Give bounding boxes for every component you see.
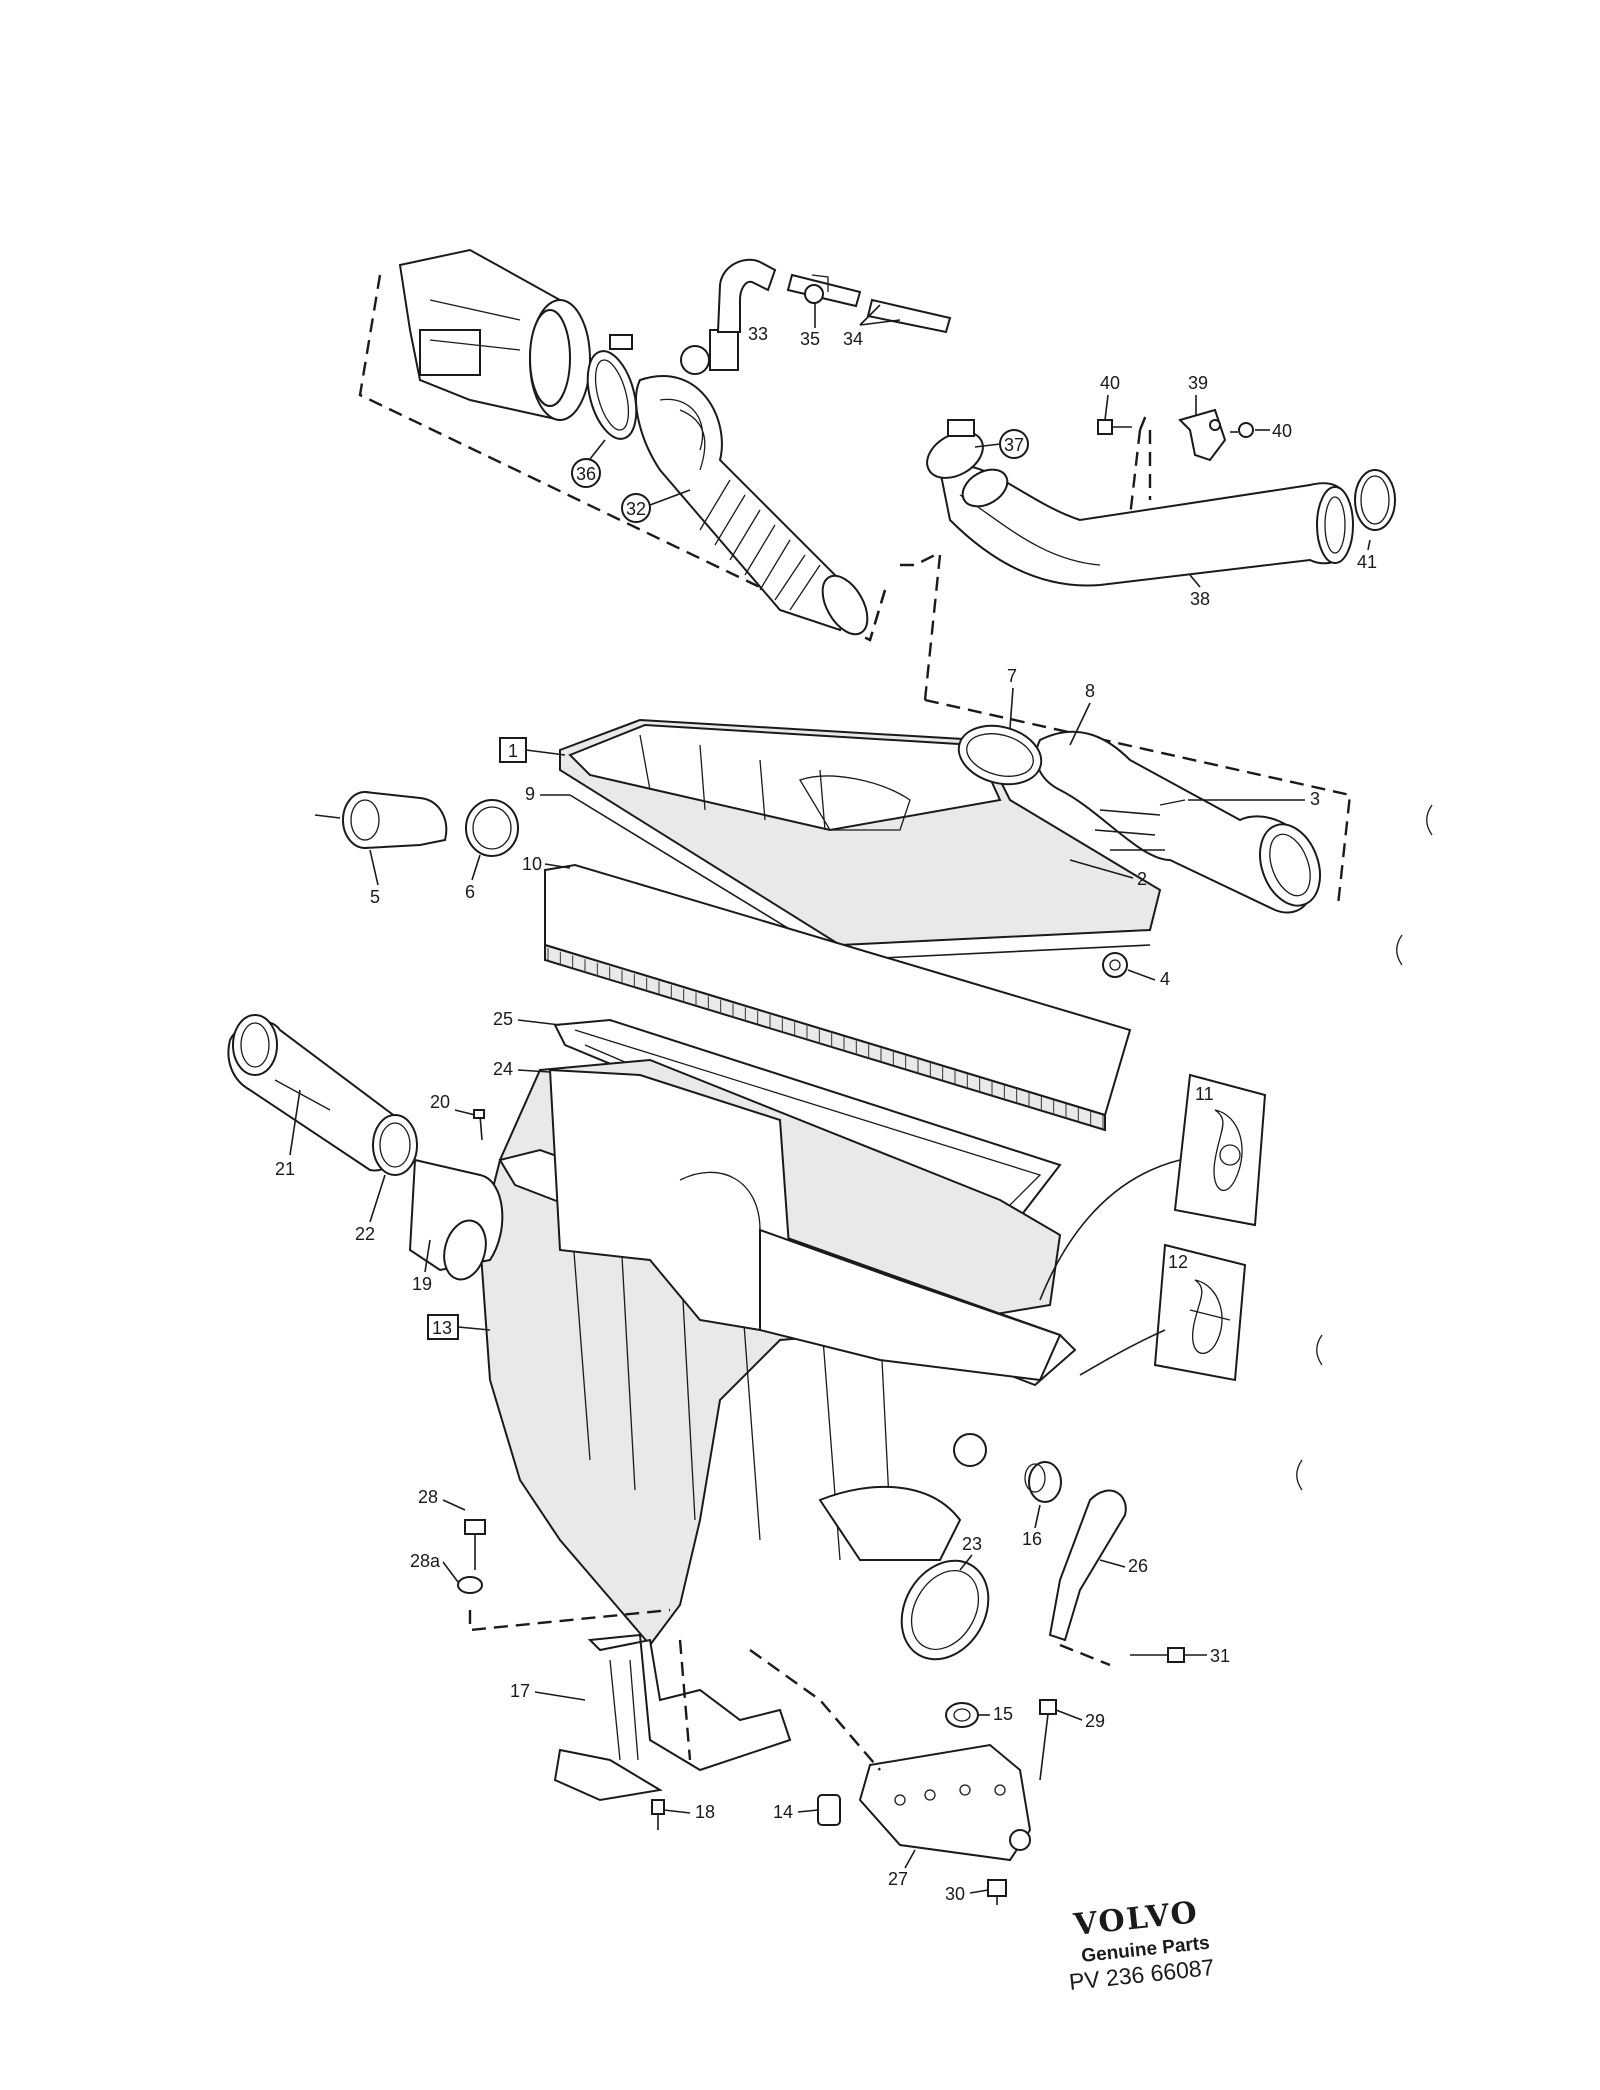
air-mass-meter [398,248,591,422]
nut-4 [1102,952,1128,978]
label-31: 31 [1210,1646,1230,1666]
label-3: 3 [1310,789,1320,809]
clip-detail-11 [1173,1073,1267,1227]
breather-tube [786,273,952,334]
screws-3 [1094,799,1186,851]
label-5: 5 [370,887,380,907]
box-1 [499,737,527,763]
clamp-7 [957,724,1043,786]
label-40-right: 40 [1272,421,1292,441]
label-40-left: 40 [1100,373,1120,393]
label-8: 8 [1085,681,1095,701]
rubber-mount-16 [1024,1461,1062,1503]
label-10: 10 [522,854,542,874]
label-15: 15 [993,1704,1013,1724]
label-27: 27 [888,1869,908,1889]
label-33: 33 [748,324,768,344]
label-1: 1 [508,741,518,761]
insert-24 [548,1068,1062,1382]
bolt-28 [464,1519,486,1570]
label-11: 11 [1195,1084,1214,1104]
circle-32 [621,493,651,523]
bolt-30 [987,1879,1007,1905]
support-bracket-17 [553,1633,792,1802]
label-18: 18 [695,1802,715,1822]
label-34: 34 [843,329,863,349]
screw-18 [651,1639,692,1830]
label-30: 30 [945,1884,965,1904]
label-37: 37 [1004,435,1024,455]
seal-6 [465,799,519,857]
bolt-40-left [1097,419,1132,435]
bracket-39 [1148,408,1227,500]
label-4: 4 [1160,969,1170,989]
bracket-26 [1048,1489,1127,1667]
clip-leader-lines [1039,1159,1181,1376]
label-17: 17 [510,1681,530,1701]
air-filter-element [544,863,1132,1132]
bolt-29 [1039,1699,1057,1781]
label-12: 12 [1168,1252,1188,1272]
label-35: 35 [800,329,820,349]
spacer-14 [817,1794,841,1826]
label-26: 26 [1128,1556,1148,1576]
volvo-brand-block: VOLVO Genuine Parts PV 236 66087 [1068,1895,1216,1995]
label-16: 16 [1022,1529,1042,1549]
seal-22 [372,1114,418,1176]
intake-pipe-38 [938,464,1354,587]
inlet-duct-21 [227,1014,405,1172]
outlet-sleeve-23 [900,1559,990,1661]
adapter-19 [408,1158,504,1281]
circle-36 [571,458,601,488]
label-7: 7 [1007,666,1017,686]
hose-clamp-37 [926,419,1009,508]
label-20: 20 [430,1092,450,1112]
label-28: 28 [418,1487,438,1507]
label-23: 23 [962,1534,982,1554]
grommet-15 [945,1702,979,1728]
part-number-labels: 33 35 34 36 32 37 40 39 40 41 38 7 8 3 2… [275,302,1377,1904]
label-21: 21 [275,1159,295,1179]
label-25: 25 [493,1009,513,1029]
label-32: 32 [626,499,646,519]
clip-detail-12 [1153,1243,1247,1382]
washer-28a [457,1576,671,1632]
label-19: 19 [412,1274,432,1294]
label-28a: 28a [410,1551,441,1571]
label-13: 13 [432,1318,452,1338]
resonator-5 [314,791,448,849]
label-22: 22 [355,1224,375,1244]
bolt-40-right [1230,422,1254,438]
label-24: 24 [493,1059,513,1079]
margin-marks [1296,804,1433,1491]
label-36: 36 [576,464,596,484]
air-cleaner-cover [559,718,1162,947]
screw-20 [473,1109,485,1141]
label-6: 6 [465,882,475,902]
label-14: 14 [773,1802,793,1822]
bolt-31 [1130,1647,1185,1663]
label-29: 29 [1085,1711,1105,1731]
intake-tube-8 [1035,730,1321,914]
label-39: 39 [1188,373,1208,393]
intake-bellows-hose [635,329,869,636]
label-41: 41 [1357,552,1377,572]
breather-elbow [716,258,777,333]
hose-clamp-36 [586,334,638,440]
label-38: 38 [1190,589,1210,609]
label-9: 9 [525,784,535,804]
label-2: 2 [1137,869,1147,889]
seal-ring-41 [1354,469,1396,531]
mounting-plate-27 [749,1649,1032,1862]
filter-pleats [547,948,1104,1129]
